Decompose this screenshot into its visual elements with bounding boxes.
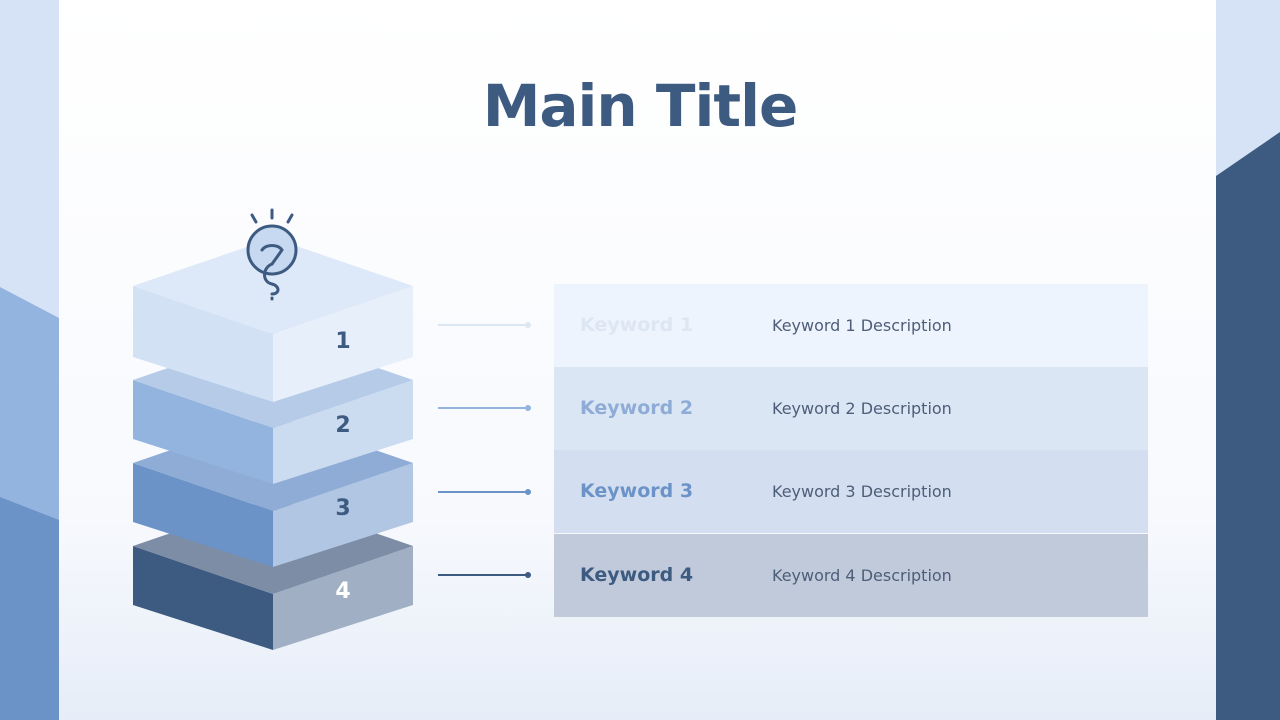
keyword-4-description: Keyword 4 Description xyxy=(772,566,952,585)
keyword-row-2: Keyword 2 Keyword 2 Description xyxy=(554,367,1148,450)
keyword-2-label: Keyword 2 xyxy=(580,397,694,419)
keyword-4-label: Keyword 4 xyxy=(580,564,694,586)
lightbulb-icon xyxy=(246,208,298,301)
left-strip-dark xyxy=(0,497,59,720)
right-strip-dark xyxy=(1216,132,1280,720)
keyword-1-label: Keyword 1 xyxy=(580,314,694,336)
keyword-3-description: Keyword 3 Description xyxy=(772,482,952,501)
layer-2-number: 2 xyxy=(335,413,350,438)
connector-3 xyxy=(438,489,531,495)
layer-3-number: 3 xyxy=(335,496,350,521)
keyword-row-4: Keyword 4 Keyword 4 Description xyxy=(554,534,1148,617)
connector-1 xyxy=(438,322,531,328)
connector-4 xyxy=(438,572,531,578)
keyword-2-description: Keyword 2 Description xyxy=(772,399,952,418)
layer-1: 1 xyxy=(133,238,413,402)
layer-4-number: 4 xyxy=(335,579,350,604)
page-title: Main Title xyxy=(482,72,799,140)
keyword-row-1: Keyword 1 Keyword 1 Description xyxy=(554,284,1148,367)
connector-2 xyxy=(438,405,531,411)
keyword-row-3: Keyword 3 Keyword 3 Description xyxy=(554,450,1148,533)
layer-1-number: 1 xyxy=(335,329,350,354)
keyword-3-label: Keyword 3 xyxy=(580,480,694,502)
keyword-1-description: Keyword 1 Description xyxy=(772,316,952,335)
